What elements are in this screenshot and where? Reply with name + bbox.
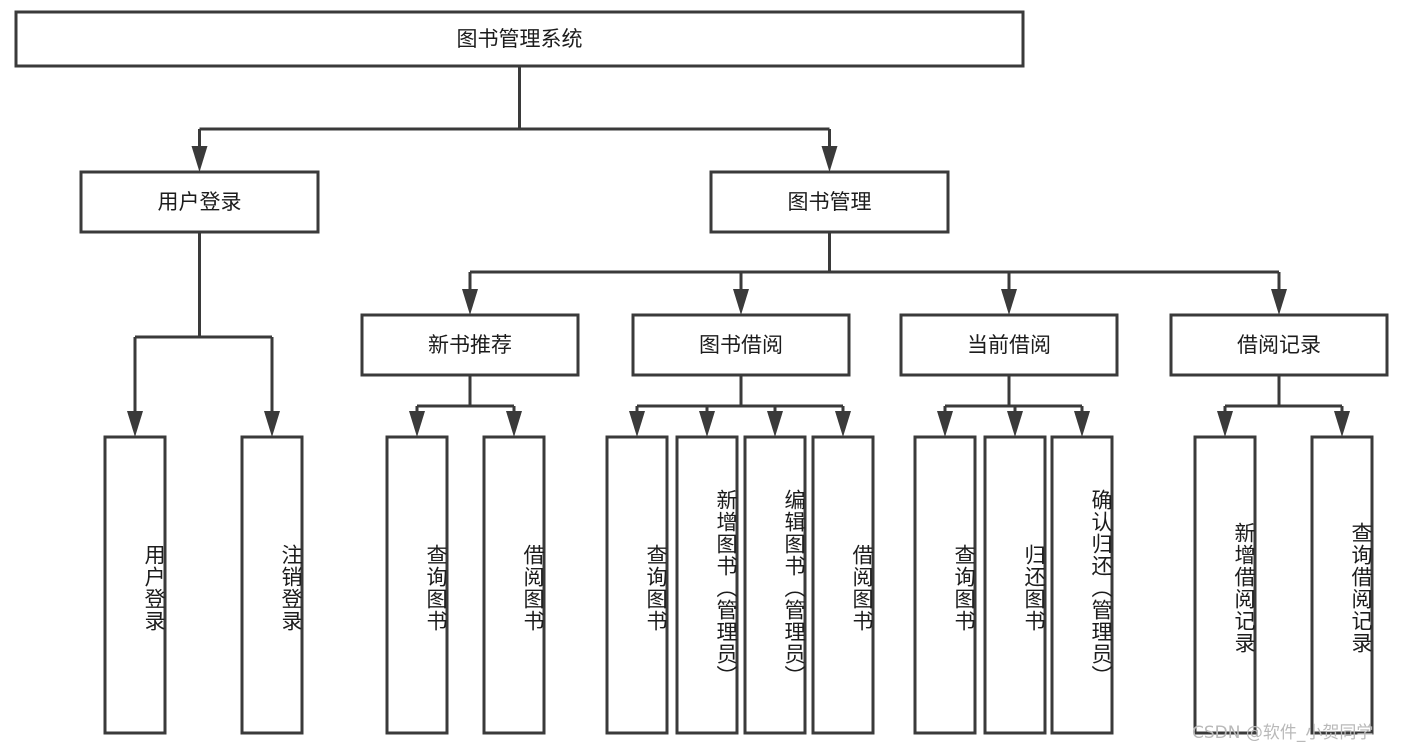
arrow-head-icon	[462, 289, 478, 315]
arrow-head-icon	[629, 411, 645, 437]
arrow-head-icon	[506, 411, 522, 437]
node-label-current-borrow: 当前借阅	[967, 333, 1051, 357]
node-box-leaf-borrow-book-2[interactable]	[811, 435, 875, 735]
node-box-leaf-query-book-2[interactable]	[605, 435, 669, 735]
node-label-root: 图书管理系统	[457, 27, 583, 51]
node-box-leaf-query-record[interactable]	[1310, 435, 1374, 735]
arrow-head-icon	[1217, 411, 1233, 437]
node-box-new-book-rec[interactable]	[360, 313, 580, 377]
node-label-book-borrow: 图书借阅	[699, 333, 783, 357]
node-box-user-login[interactable]	[79, 170, 320, 234]
arrow-head-icon	[1007, 411, 1023, 437]
arrow-head-icon	[733, 289, 749, 315]
arrow-head-icon	[835, 411, 851, 437]
node-box-leaf-user-login[interactable]	[103, 435, 167, 735]
arrow-head-icon	[1334, 411, 1350, 437]
arrow-head-icon	[191, 146, 208, 172]
arrow-head-icon	[127, 411, 143, 437]
node-box-leaf-edit-book[interactable]	[743, 435, 807, 735]
arrow-head-icon	[1271, 289, 1287, 315]
arrow-head-icon	[699, 411, 715, 437]
node-box-borrow-record[interactable]	[1169, 313, 1389, 377]
arrow-head-icon	[821, 146, 838, 172]
node-label-user-login: 用户登录	[158, 190, 242, 214]
node-box-leaf-return-book[interactable]	[983, 435, 1047, 735]
node-box-root[interactable]	[14, 10, 1025, 68]
node-box-current-borrow[interactable]	[899, 313, 1119, 377]
arrow-head-icon	[767, 411, 783, 437]
arrow-head-icon	[1001, 289, 1017, 315]
node-box-leaf-logout[interactable]	[240, 435, 304, 735]
node-box-leaf-confirm-return[interactable]	[1050, 435, 1114, 735]
node-box-leaf-borrow-book-1[interactable]	[482, 435, 546, 735]
arrow-head-icon	[937, 411, 953, 437]
node-label-borrow-record: 借阅记录	[1237, 333, 1321, 357]
node-box-book-borrow[interactable]	[631, 313, 851, 377]
node-label-book-manage: 图书管理	[788, 190, 872, 214]
node-box-book-manage[interactable]	[709, 170, 950, 234]
arrow-head-icon	[1074, 411, 1090, 437]
node-box-leaf-add-book[interactable]	[675, 435, 739, 735]
arrow-head-icon	[409, 411, 425, 437]
node-box-leaf-query-book-1[interactable]	[385, 435, 449, 735]
node-label-new-book-rec: 新书推荐	[428, 333, 512, 357]
node-box-leaf-add-record[interactable]	[1193, 435, 1257, 735]
node-box-leaf-query-book-3[interactable]	[913, 435, 977, 735]
arrow-head-icon	[264, 411, 280, 437]
csdn-watermark: CSDN @软件_小贺同学	[1192, 723, 1374, 743]
connector-layer	[127, 66, 1350, 437]
